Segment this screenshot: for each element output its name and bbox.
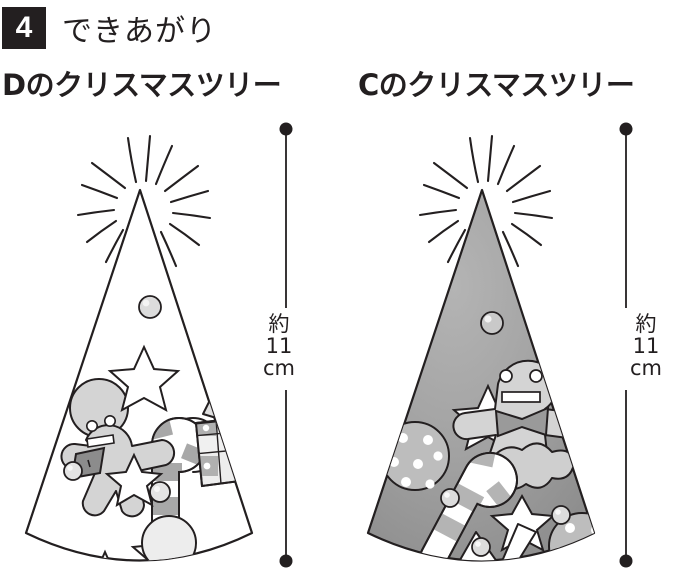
tree-title-d: Dのクリスマスツリー [2,68,282,102]
gingerbread-mouth [501,391,541,403]
ornament-ball-small [375,572,393,576]
ornament-ball-small [138,295,162,319]
ornament-highlight [142,299,150,307]
sparkle-burst-icon-c [418,134,554,273]
ornament-ball-small [63,461,83,481]
ornament-ball-small [210,558,230,561]
tree-panel-d [0,118,340,576]
measure-value-d: 11 [265,334,293,358]
measure-line-c [619,122,633,568]
ornament-ball-large [141,515,197,561]
gingerbread-eye [86,419,99,432]
ornaments-group-c [375,311,594,576]
sparkle-burst-icon-d [76,134,212,273]
christmas-tree-c-illustration [366,134,596,576]
ornament-ball-small [49,551,69,561]
gingerbread-eye [104,414,117,427]
ornament-ball-polka [380,421,450,491]
ornament-ball-small [480,311,504,335]
tree-panel-c [340,118,680,576]
measure-approx-d: 約 [268,312,290,336]
ornament-candy-cane [419,443,518,561]
ornament-star [107,344,181,412]
step-title: できあがり [62,14,217,49]
measure-approx-c: 約 [635,312,657,336]
christmas-tree-d-illustration [24,134,254,562]
gift-bow [459,523,537,561]
ornament-ball-small [440,488,460,508]
gingerbread-eye [499,369,513,383]
ornament-ball-small [149,481,171,503]
tree-title-c: Cのクリスマスツリー [358,68,635,102]
measure-unit-d: cm [262,356,295,380]
gingerbread-mouth [86,434,115,448]
measure-label-c: 約 11 cm [629,313,663,379]
step-number-badge: 4 [2,7,46,49]
measure-dot-bottom [279,554,293,568]
measure-value-c: 11 [632,334,660,358]
measure-label-d: 約 11 cm [262,313,296,379]
ornament-gift-box [446,523,550,561]
gingerbread-eye [529,369,543,383]
measure-dot-bottom [619,554,633,568]
ornament-ball-small [551,505,571,525]
measure-unit-c: cm [629,356,662,380]
ornament-star [104,452,164,508]
ornament-ball-small [471,537,491,557]
step-header: 4 できあがり [0,0,680,56]
measure-line-d [279,122,293,568]
gingerbread-bowtie [494,406,550,438]
